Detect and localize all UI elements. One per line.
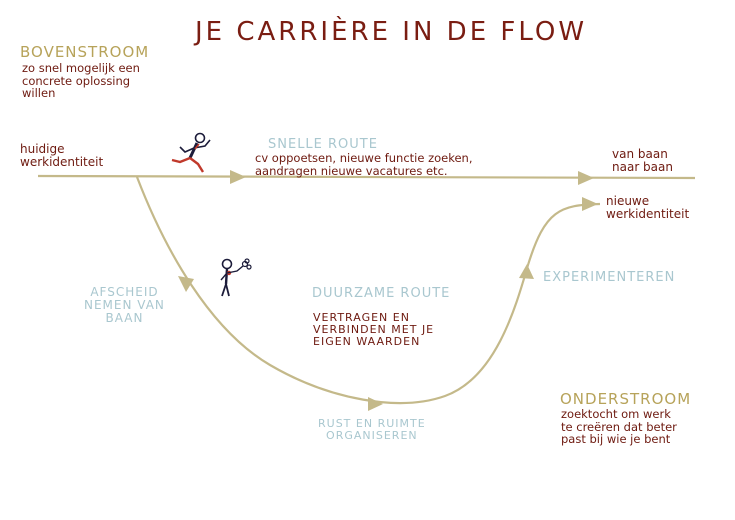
snelle-route-text: cv oppoetsen, nieuwe functie zoeken, aan… — [255, 151, 473, 178]
sustainable-arrow-3 — [519, 264, 534, 279]
duurzame-route-heading: DUURZAME ROUTE — [312, 286, 451, 301]
fast-route-arrow-mid — [230, 170, 246, 184]
experimenteren-label: EXPERIMENTEREN — [543, 270, 676, 285]
sustainable-arrow-1 — [178, 276, 194, 292]
page-title: JE CARRIÈRE IN DE FLOW — [195, 17, 588, 47]
onderstroom-text: zoektocht om werk te creëren dat beter p… — [561, 407, 677, 447]
bovenstroom-text: zo snel mogelijk een concrete oplossing … — [22, 61, 140, 101]
end-bottom-label: nieuwe werkidentiteit — [606, 194, 690, 222]
running-person-icon — [171, 132, 211, 173]
duurzame-route-text: VERTRAGEN EN VERBINDEN MET JE EIGEN WAAR… — [313, 311, 435, 349]
onderstroom-heading: ONDERSTROOM — [560, 390, 692, 408]
rust-label: RUST EN RUIMTE ORGANISEREN — [318, 417, 426, 443]
start-label: huidige werkidentiteit — [20, 142, 104, 170]
sustainable-arrow-2 — [368, 397, 383, 411]
sustainable-route-line — [135, 176, 601, 405]
end-top-label: van baan naar baan — [612, 147, 673, 175]
snelle-route-heading: SNELLE ROUTE — [268, 137, 378, 152]
bovenstroom-heading: BOVENSTROOM — [20, 43, 150, 61]
person-with-flowers-icon — [220, 258, 252, 297]
fast-route-arrow-end — [578, 171, 594, 185]
afscheid-label: AFSCHEID NEMEN VAN BAAN — [84, 285, 165, 326]
sustainable-arrow-end — [582, 197, 598, 211]
